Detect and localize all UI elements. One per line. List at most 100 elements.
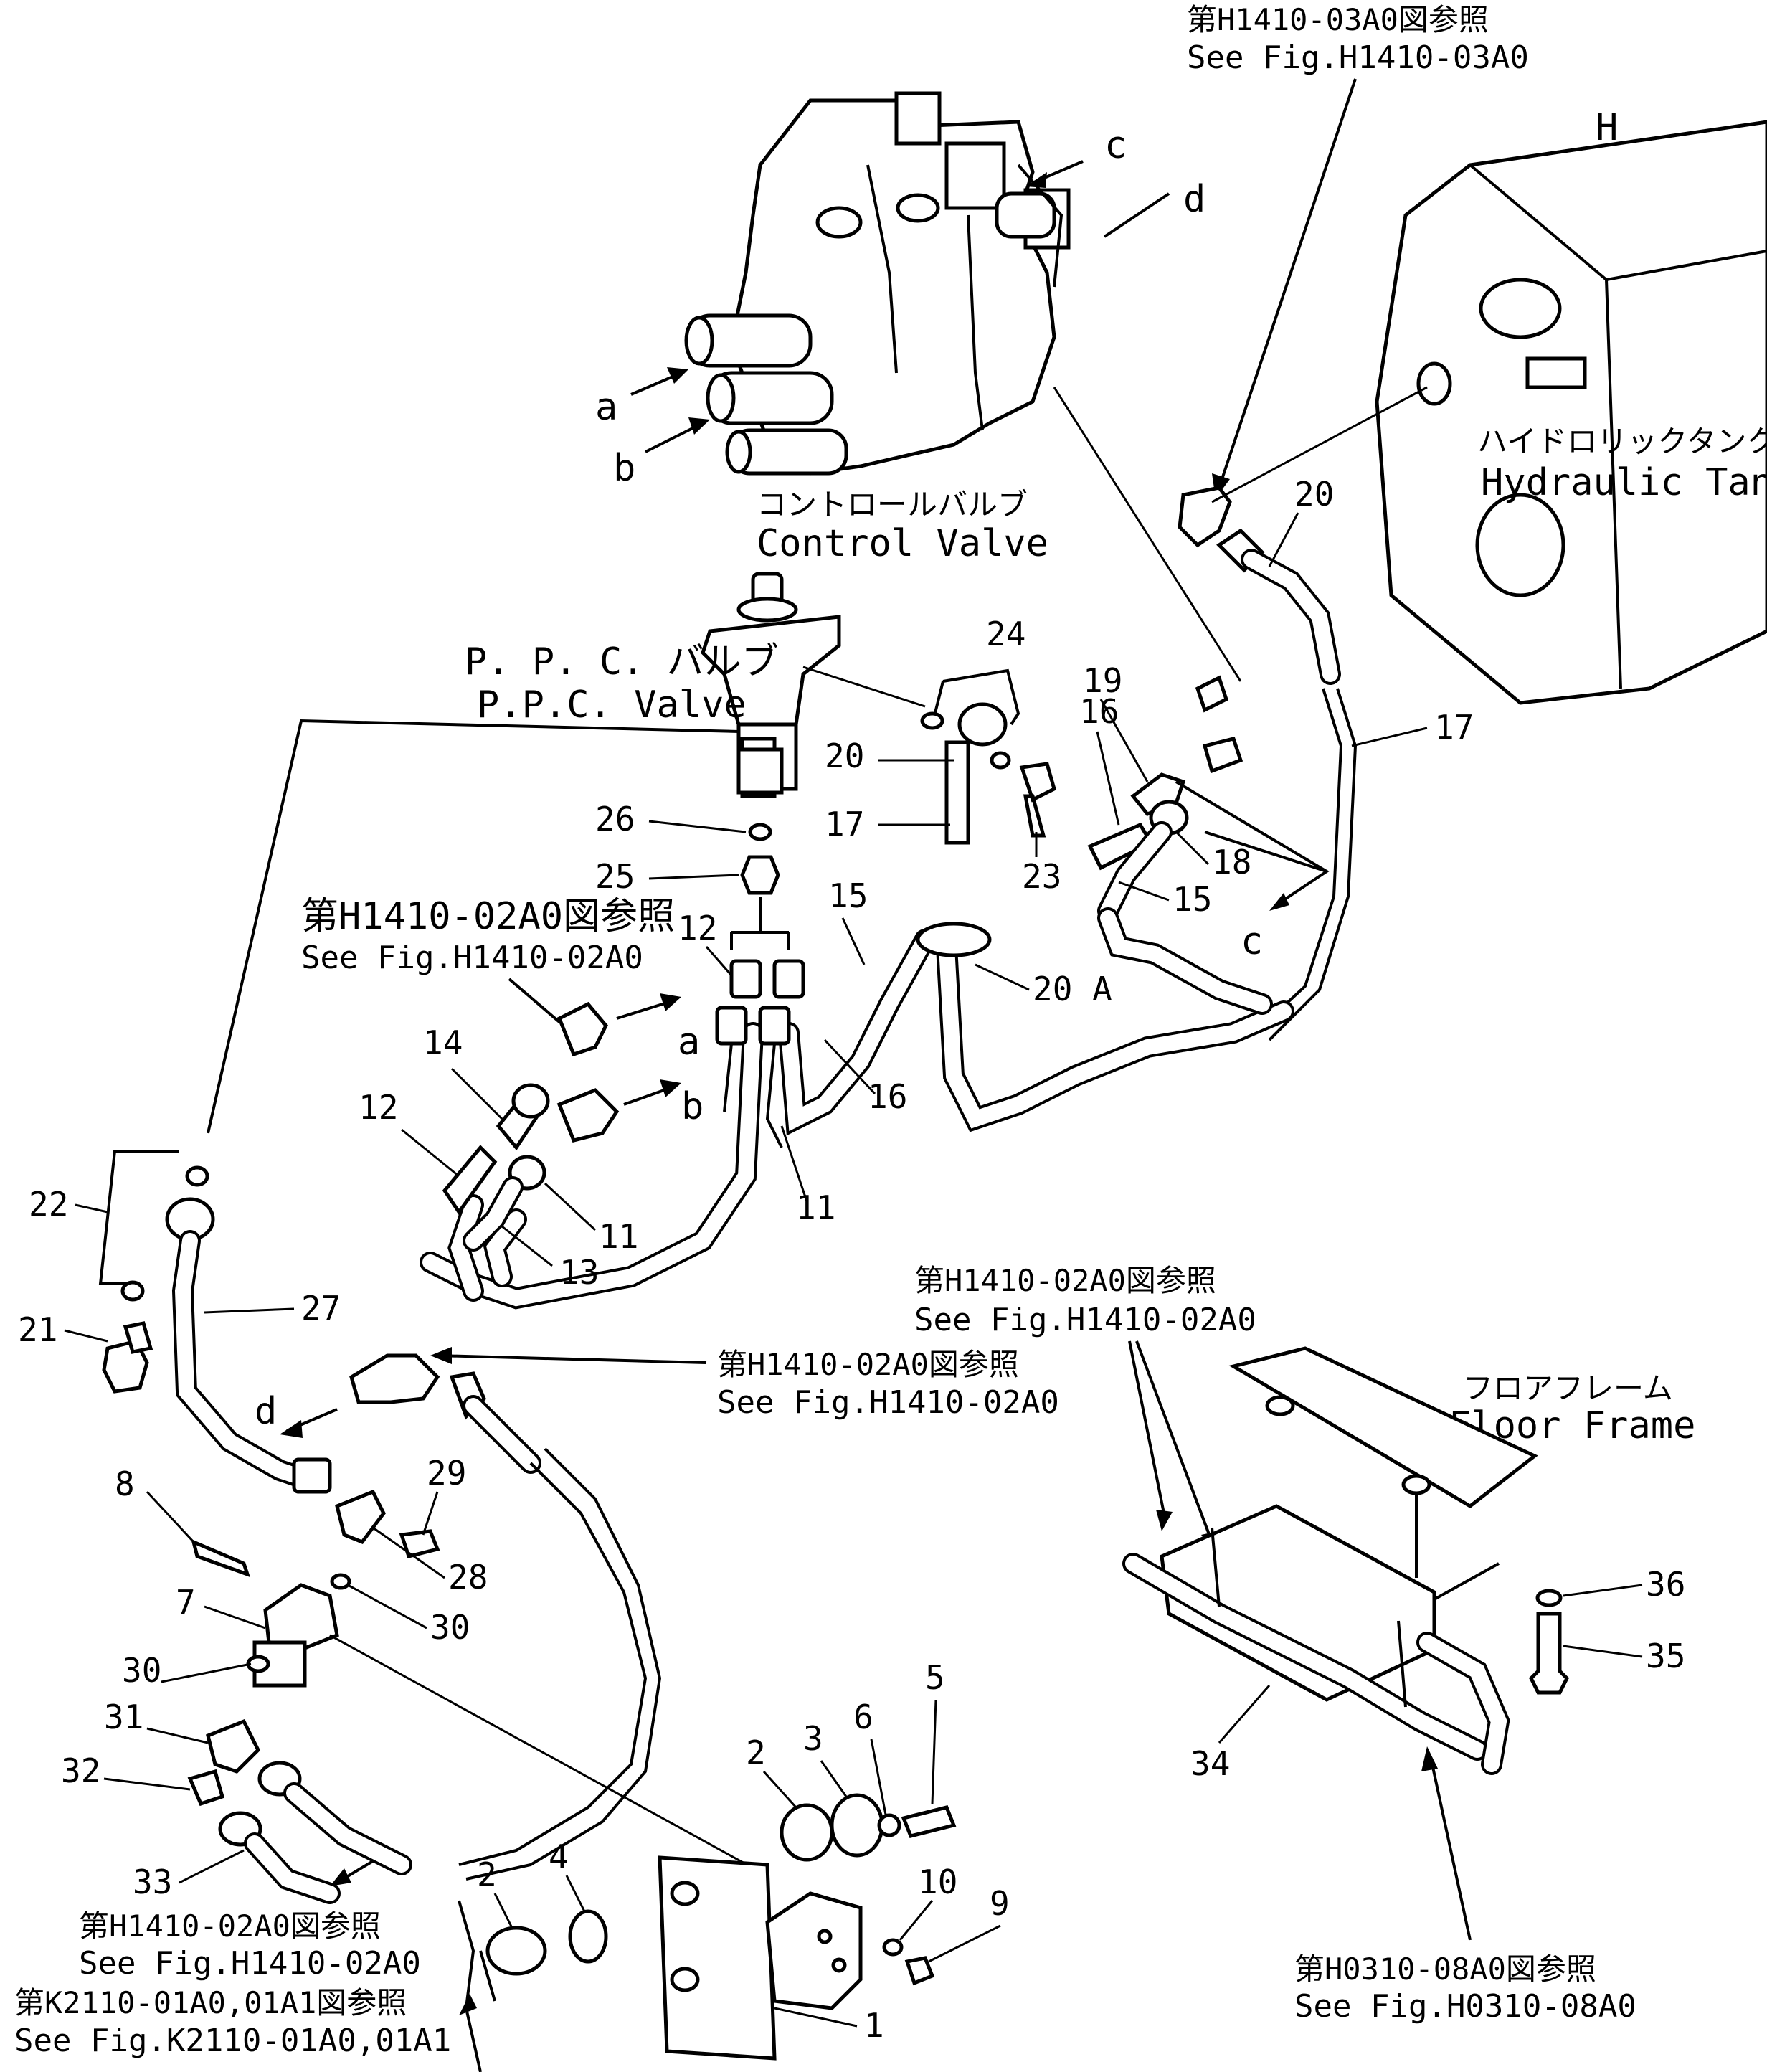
ref-k2110-jp: 第K2110-01A0,01A1図参照 (14, 1985, 407, 2020)
ref-h0310-08a0-en: See Fig.H0310-08A0 (1294, 1988, 1636, 2025)
fitting-d-port (349, 1353, 440, 1404)
fittings-12-group (715, 959, 805, 1148)
part-17-mid: 17 (825, 805, 864, 843)
ref-h1410-02a0-leaders-4 (1128, 1340, 1213, 1543)
control-valve-drawing (684, 91, 1071, 476)
ref-h1410-02a0-arrow-2 (430, 1347, 452, 1364)
port-c-arrow-head-mid (1269, 893, 1289, 911)
tank-elbow-fitting (1178, 486, 1232, 548)
part-32: 32 (61, 1751, 100, 1790)
port-d-label-bottom: d (255, 1390, 277, 1433)
part-11-left: 11 (599, 1217, 638, 1256)
ppc-to-22-line (207, 719, 739, 1134)
frame-edge (458, 1900, 482, 2072)
control-valve-jp-label: コントロールバルブ (757, 487, 1028, 522)
fitting-top-a (1195, 675, 1229, 713)
part-3-drawing (830, 1793, 884, 1858)
part-6: 6 (853, 1698, 873, 1736)
port-b-label-mid: b (681, 1085, 704, 1128)
part-2-upper: 2 (746, 1733, 766, 1772)
o-ring-22b (120, 1280, 145, 1302)
ref-h0310-arrow (1421, 1746, 1438, 1771)
bolt-23 (1019, 762, 1056, 838)
ref-k2110-en: See Fig.K2110-01A0,01A1 (14, 2023, 451, 2059)
part-20a: 20 A (1033, 970, 1112, 1008)
ref-h1410-02a0-jp-2: 第H1410-02A0図参照 (717, 1347, 1019, 1382)
hose-12-left (442, 1145, 498, 1216)
ref-h0310-leader (1429, 1756, 1472, 1941)
bracket-22 (98, 1150, 179, 1285)
part-2-lower-drawing (485, 1926, 547, 1976)
ref-h1410-03a0-leader (1218, 78, 1357, 488)
fitting-25 (740, 855, 780, 895)
port-a-label-top: a (595, 386, 617, 429)
o-ring-30-right (330, 1573, 351, 1590)
banjo-20 (957, 702, 1008, 747)
port-a-label-mid: a (678, 1021, 700, 1064)
part-8: 8 (115, 1465, 135, 1503)
port-c-label-top: c (1104, 124, 1127, 167)
part-6-drawing (877, 1813, 901, 1837)
part-28-fitting (335, 1489, 386, 1545)
ref-h0310-08a0-jp: 第H0310-08A0図参照 (1294, 1952, 1596, 1987)
hose-bundle (420, 907, 1294, 1310)
part-28: 28 (448, 1558, 488, 1596)
hydraulic-tank-drawing (1375, 120, 1767, 705)
part-17-right: 17 (1434, 708, 1474, 747)
hydraulic-tank-en-label: Hydraulic Tank (1481, 461, 1767, 504)
hose-17-right (1268, 688, 1358, 1041)
port-c-label-mid: c (1241, 920, 1263, 963)
part-25: 25 (595, 857, 635, 896)
port-b-arrow-head-top (688, 417, 710, 435)
part-14: 14 (423, 1023, 463, 1062)
part-8-drawing (191, 1538, 250, 1578)
tank-symbol: H (1596, 106, 1618, 149)
ref-h1410-02a0-en-2: See Fig.H1410-02A0 (717, 1384, 1059, 1421)
part-29: 29 (427, 1454, 466, 1492)
part-4-drawing (568, 1909, 608, 1964)
ref-h1410-02a0-arrow-3 (330, 1868, 351, 1886)
part-4: 4 (549, 1837, 569, 1876)
part-12-left: 12 (359, 1088, 398, 1127)
part-9-drawing (904, 1956, 935, 1986)
ref-h1410-02a0-jp-1: 第H1410-02A0図参照 (301, 895, 675, 938)
ref-h1410-03a0-jp: 第H1410-03A0図参照 (1187, 2, 1489, 37)
part-19: 19 (1083, 661, 1122, 700)
fitting-a-port (556, 1001, 608, 1057)
part-10-drawing (882, 1938, 904, 1957)
part-16-right: 16 (1079, 692, 1119, 731)
ref-k2110-arrow (459, 1994, 477, 2015)
part-7-body (263, 1583, 339, 1652)
bracket-1-drawing (658, 1855, 863, 2061)
bolt-35-drawing (1528, 1612, 1570, 1695)
port-d-arrow-head-bottom (280, 1420, 303, 1438)
part-24: 24 (986, 615, 1025, 653)
ppc-to-24-leader (802, 666, 926, 708)
part-20-mid: 20 (825, 737, 864, 775)
part-31-fitting (206, 1718, 261, 1774)
o-ring-22a (185, 1165, 209, 1187)
port-a-arrow-head-top (667, 367, 688, 384)
part-1: 1 (864, 2006, 884, 2045)
part-5: 5 (925, 1658, 945, 1697)
part-10: 10 (918, 1863, 957, 1901)
port-d-label-top: d (1183, 178, 1205, 221)
tank-fitting-leader (1211, 386, 1428, 503)
hose-27-end (292, 1457, 332, 1494)
floor-frame-jp-label: フロアフレーム (1463, 1371, 1673, 1406)
part-2-lower: 2 (477, 1855, 497, 1894)
ref-h1410-03a0-en: See Fig.H1410-03A0 (1187, 39, 1529, 76)
part-26: 26 (595, 800, 635, 838)
o-ring-26 (748, 823, 772, 841)
part-12-top: 12 (678, 909, 717, 947)
part-30-left: 30 (122, 1651, 161, 1690)
banjo-14 (511, 1083, 550, 1119)
part-7-to-bracket-line (329, 1634, 761, 1873)
hose-17-short (944, 740, 970, 845)
part-15-mid: 15 (828, 876, 868, 915)
part-2-upper-drawing (780, 1803, 834, 1862)
part-33: 33 (133, 1863, 172, 1901)
part-7: 7 (176, 1583, 196, 1622)
part-11-mid: 11 (796, 1188, 835, 1227)
